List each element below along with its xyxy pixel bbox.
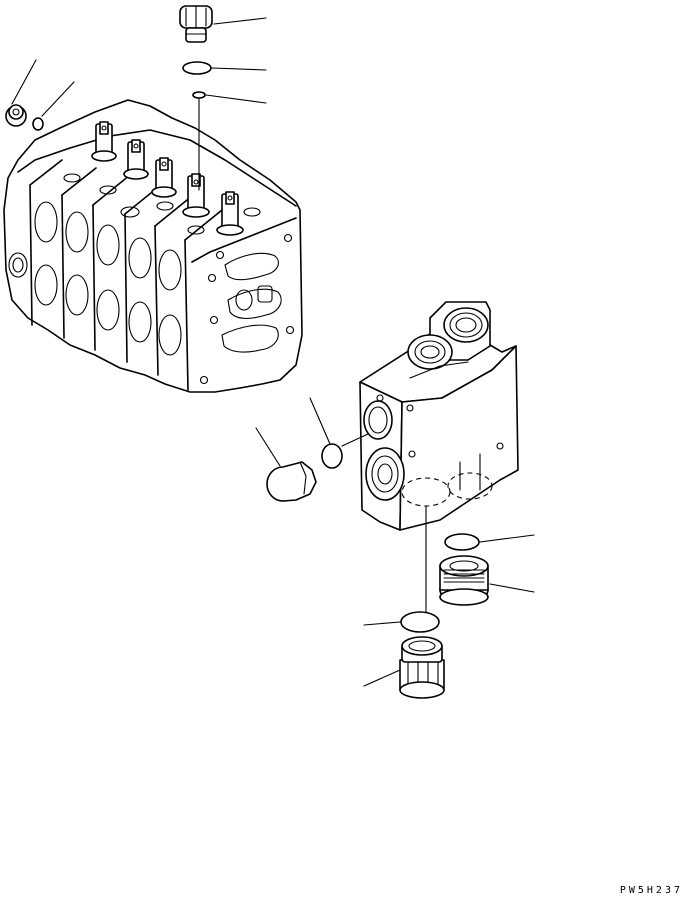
o-ring-top <box>183 62 211 74</box>
leader-line <box>364 622 400 625</box>
leader-line <box>12 60 36 104</box>
leader-line <box>364 670 400 686</box>
o-ring-left <box>33 118 43 130</box>
spool-stem-2 <box>124 140 148 179</box>
valve-section <box>360 302 518 612</box>
top-plug <box>180 6 212 42</box>
leader-line <box>342 434 368 446</box>
leader-line <box>310 398 330 444</box>
figure-code: PW5H237 <box>619 885 683 896</box>
leader-line <box>42 82 74 116</box>
o-ring-side <box>322 444 342 468</box>
leader-line <box>212 68 266 70</box>
side-plug <box>267 462 316 501</box>
bottom-plug <box>400 637 444 698</box>
spool-stem-5 <box>217 192 243 235</box>
threaded-plug-right <box>440 556 488 605</box>
leader-line <box>490 584 534 592</box>
main-valve-block <box>4 100 302 392</box>
small-plug-left <box>6 105 26 126</box>
leader-line <box>206 95 266 103</box>
spool-stem-1 <box>92 122 116 161</box>
o-ring-right <box>445 534 479 550</box>
o-ring-bottom <box>401 612 439 632</box>
leader-line <box>256 428 280 466</box>
leader-line <box>214 18 266 24</box>
spool-stem-3 <box>152 158 176 197</box>
spool-stem-4 <box>183 174 209 217</box>
leader-line <box>480 535 534 542</box>
o-ring-small-top <box>193 92 205 98</box>
